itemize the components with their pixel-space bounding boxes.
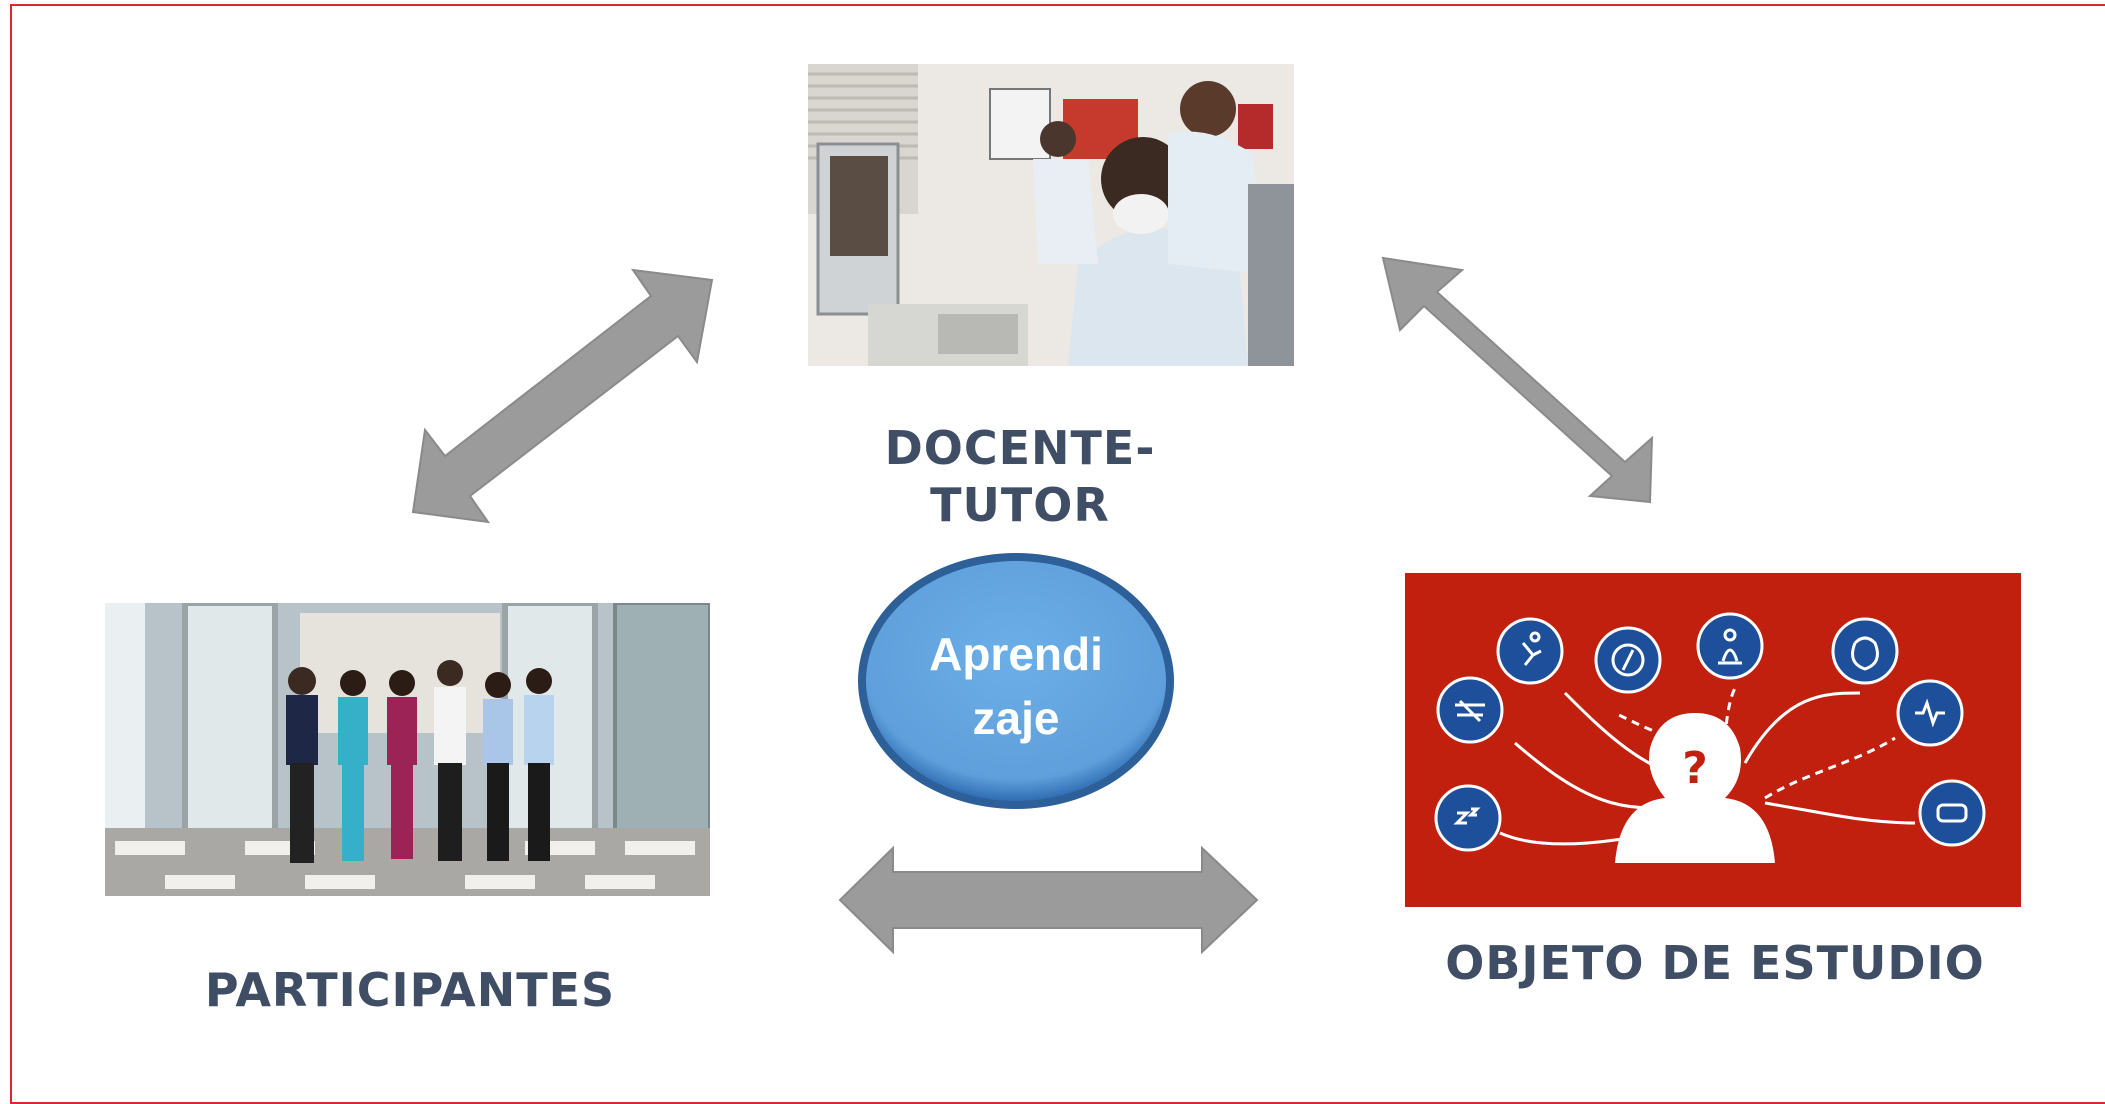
center-ellipse-text: Aprendi zaje: [929, 628, 1103, 744]
participants-photo: [105, 603, 710, 896]
mask-icon: [1918, 779, 1986, 847]
meditation-icon: [1696, 612, 1764, 680]
sleep-icon: [1434, 784, 1502, 852]
participants-label: PARTICIPANTES: [204, 963, 616, 1017]
tutor-photo: [808, 64, 1294, 366]
svg-text:?: ?: [1682, 743, 1708, 794]
study-object-banner: ?: [1405, 573, 2021, 907]
double-arrow-horizontal: [838, 845, 1259, 955]
study-object-label: OBJETO DE ESTUDIO: [1445, 936, 1985, 990]
double-arrow-left-diagonal: [411, 268, 714, 524]
apple-icon: [1831, 617, 1899, 685]
double-arrow-right-diagonal: [1381, 256, 1654, 504]
tutor-label: DOCENTE- TUTOR: [884, 421, 1156, 532]
